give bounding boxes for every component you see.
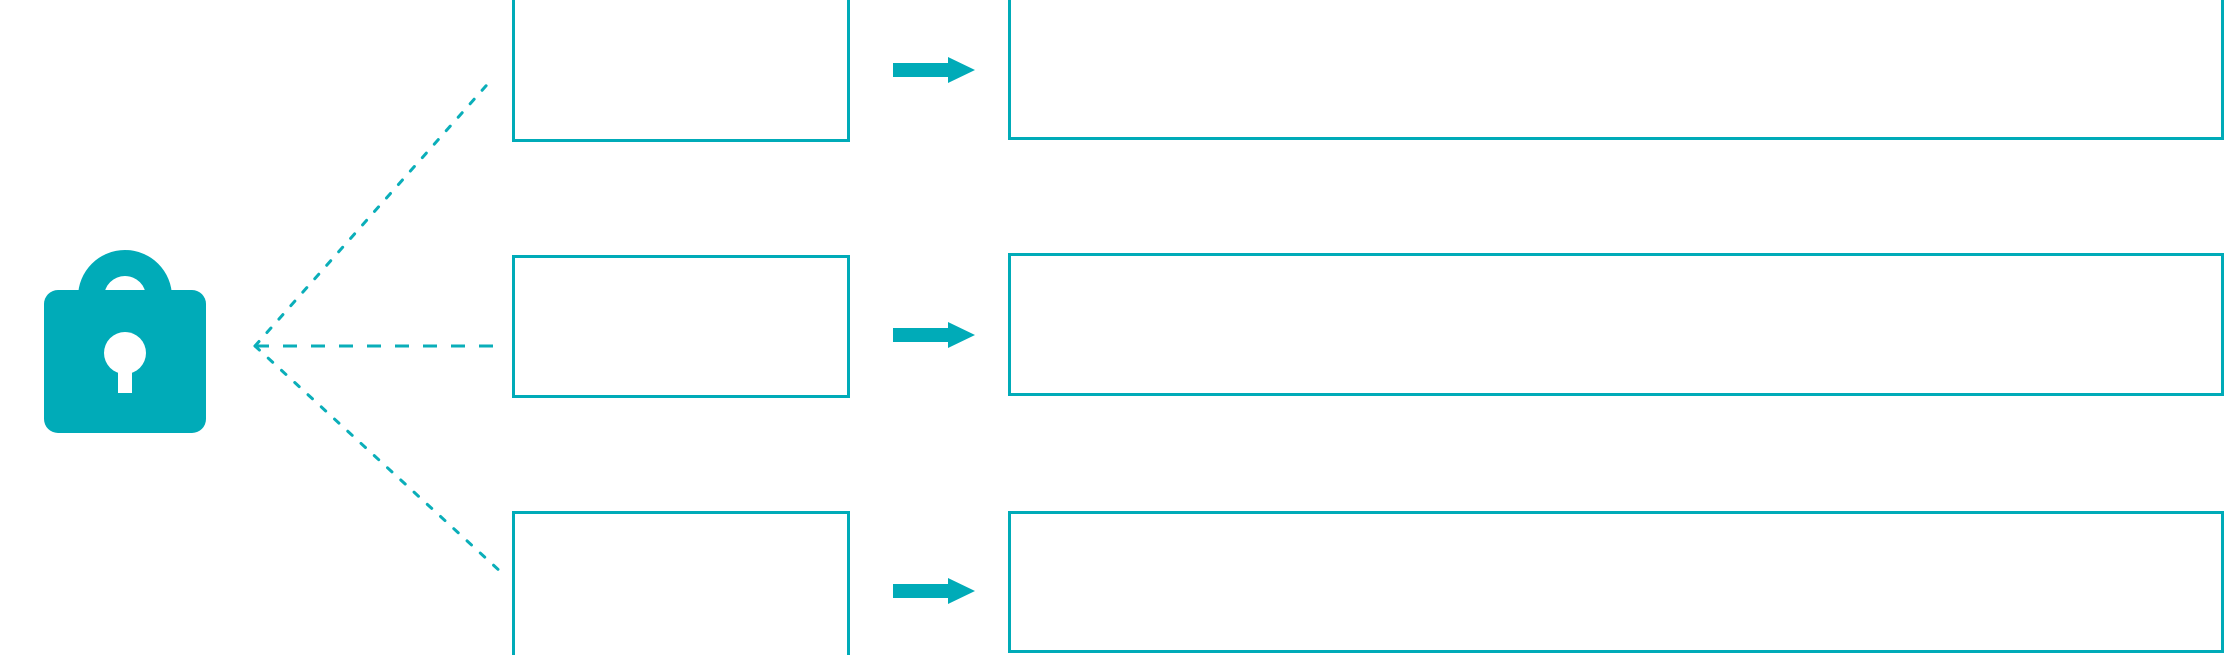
padlock-glyph	[44, 250, 206, 433]
padlock-icon	[30, 205, 220, 445]
connector-line-top	[253, 76, 495, 348]
arrow-right-icon-3	[893, 578, 975, 604]
arrow-right-glyph-2	[893, 322, 975, 348]
connector-line-bottom	[253, 344, 504, 575]
left-box-1-label	[515, 0, 847, 17]
right-box-2-label	[1011, 256, 2221, 276]
left-box-2[interactable]	[512, 255, 850, 398]
left-box-2-label	[515, 258, 847, 278]
left-box-3[interactable]	[512, 511, 850, 655]
left-box-3-label	[515, 514, 847, 534]
arrow-right-icon-2	[893, 322, 975, 348]
arrow-right-icon-1	[893, 57, 975, 83]
arrow-right-glyph-1	[893, 57, 975, 83]
left-box-1[interactable]	[512, 0, 850, 142]
right-box-2[interactable]	[1008, 253, 2224, 396]
arrow-right-glyph-3	[893, 578, 975, 604]
right-box-3[interactable]	[1008, 511, 2224, 653]
right-box-3-label	[1011, 514, 2221, 534]
right-box-1-label	[1011, 0, 2221, 17]
right-box-1[interactable]	[1008, 0, 2224, 140]
